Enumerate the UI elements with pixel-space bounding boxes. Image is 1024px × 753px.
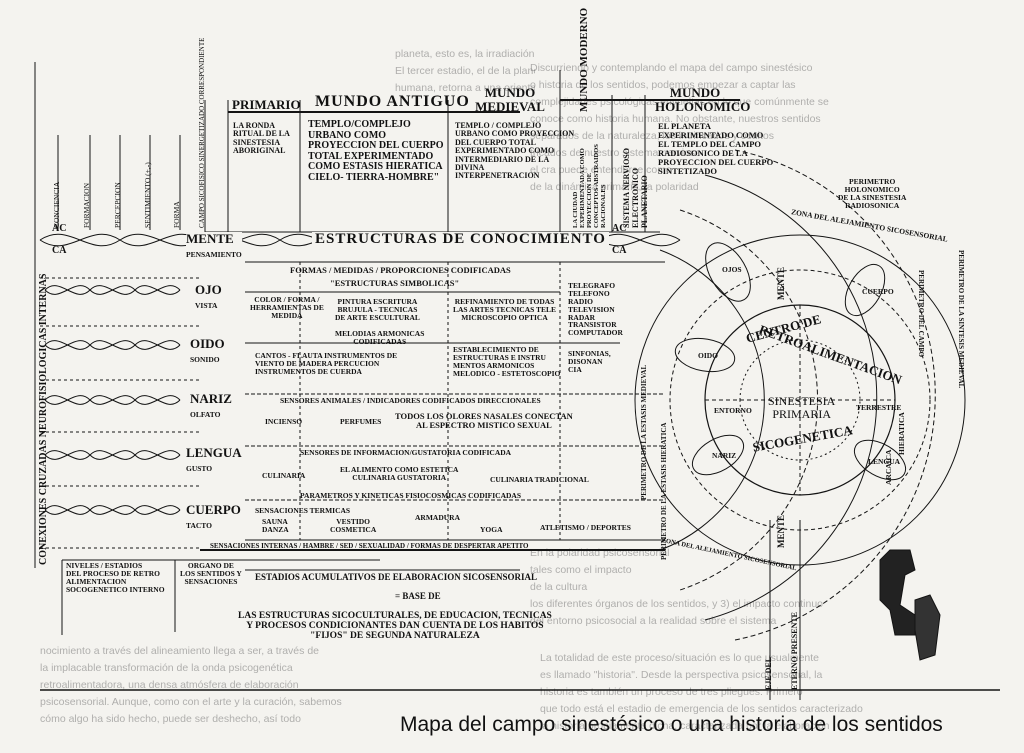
header-formacion: FORMACION bbox=[82, 182, 91, 228]
row-pintura: PINTURA ESCRITURA BRUJULA - TECNICAS DE … bbox=[335, 297, 420, 322]
circle-perimetro-holonomico: PERIMETRO HOLONOMICO DE LA SINESTESIA RA… bbox=[838, 177, 907, 210]
circle-lengua: LENGUA bbox=[868, 457, 901, 466]
circle-arcaica: ARCAICA bbox=[884, 449, 893, 485]
row-establecimiento: ESTABLECIMIENTO DE ESTRUCTURAS E INSTRU … bbox=[453, 345, 561, 378]
antiguo-description: TEMPLO/COMPLEJO URBANO COMO PROYECCION D… bbox=[308, 119, 444, 183]
era-primario: PRIMARIO bbox=[232, 97, 301, 112]
row-color: COLOR / FORMA / HERRAMIENTAS DE MEDIDA bbox=[250, 295, 324, 320]
holonomico-description: EL PLANETA EXPERIMENTADO COMO EL TEMPLO … bbox=[658, 121, 774, 176]
circle-cuerpo: CUERPO bbox=[862, 287, 894, 296]
era-mundo-holonomico: MUNDO HOLONOMICO bbox=[655, 85, 751, 114]
row-yoga: YOGA bbox=[480, 525, 503, 534]
circle-mente-bottom: MENTE bbox=[776, 514, 786, 548]
bottom-base: = BASE DE bbox=[395, 591, 441, 601]
row-refinamiento: REFINAMIENTO DE TODAS LAS ARTES TECNICAS… bbox=[453, 297, 557, 322]
row-telegrafo: TELEGRAFO TELEFONO RADIO TELEVISION RADA… bbox=[568, 281, 623, 338]
header-forma: FORMA bbox=[172, 201, 181, 228]
row-sensaciones-termicas: SENSACIONES TERMICAS bbox=[255, 506, 351, 515]
ac-label-right: AC bbox=[612, 223, 627, 234]
circle-mente-top: MENTE bbox=[776, 266, 786, 300]
row-atletismo: ATLETISMO / DEPORTES bbox=[540, 523, 631, 532]
neurophysiological-connections-label: CONEXIONES CRUZADAS NEUROFISIOLOGICAS IN… bbox=[38, 273, 49, 565]
row-sensores-info: SENSORES DE INFORMACION/GUSTATORIA CODIF… bbox=[300, 448, 512, 457]
medieval-description: TEMPLO / COMPLEJO URBANO COMO PROYECCION… bbox=[455, 121, 575, 181]
circle-eje: EJE DEL bbox=[764, 656, 773, 690]
circle-terrestre: TERRESTRE bbox=[856, 403, 902, 412]
background-text-right-top: Discurriendo y contemplando el mapa del … bbox=[530, 62, 829, 193]
bottom-niveles: NIVELES / ESTADIOS DEL PROCESO DE RETRO … bbox=[66, 561, 165, 594]
row-incienso: INCIENSO bbox=[265, 417, 303, 426]
background-text-right-bottom: La totalidad de este proceso/situación e… bbox=[540, 652, 863, 732]
background-text-left-top: planeta, esto es, la irradiación del hom… bbox=[395, 48, 535, 94]
circle-oido: OIDO bbox=[698, 351, 719, 360]
circle-perimetro-campo: PERIMETRO DEL CAMPO bbox=[917, 270, 925, 358]
circle-sinestesia-primaria: SINESTESIA PRIMARIA bbox=[768, 394, 836, 421]
circle-perimetro-medieval: PERIMETRO DE LA SINTESIS MEDIEVAL bbox=[957, 250, 965, 389]
circle-perimetro-estasis-medieval: PERIMETRO DE LA ESTASIS MEDIEVAL bbox=[640, 364, 648, 500]
row-vestido: VESTIDO COSMETICA bbox=[330, 517, 377, 534]
header-campo-sicofisico: CAMPO SICOFISICO SINERGETIZADO CORRESPON… bbox=[198, 37, 206, 228]
primario-description: LA RONDA RITUAL DE LA SINESTESIA ABORIGI… bbox=[233, 121, 290, 156]
era-mundo-medieval: MUNDO MEDIEVAL bbox=[475, 85, 545, 114]
row-armadura: ARMADURA bbox=[415, 513, 460, 522]
moderno-nervous-system: SISTEMA NERVIOSO ELECTRONICO PLANETARIO bbox=[622, 148, 649, 228]
era-mundo-moderno: MUNDO MODERNO bbox=[578, 7, 590, 112]
header-conciencia: CONCIENCIA bbox=[52, 181, 61, 228]
circle-nariz: NARIZ bbox=[712, 451, 737, 460]
row-alimento: EL ALIMENTO COMO ESTETICA CULINARIA GUST… bbox=[340, 465, 459, 482]
moderno-description: LA CIUDAD EXPERIMENTADA COMO PROYECCION … bbox=[572, 144, 607, 228]
circle-eterno-presente: ETERNO PRESENTE bbox=[790, 611, 799, 690]
knowledge-structures-title: ESTRUCTURAS DE CONOCIMIENTO bbox=[312, 231, 609, 248]
row-melodias: MELODIAS ARMONICAS CODIFICADAS bbox=[335, 329, 425, 346]
era-mundo-antiguo: MUNDO ANTIGUO bbox=[315, 93, 470, 110]
row-parametros: PARAMETROS Y KINETICAS FISIOCOSMICAS COD… bbox=[300, 491, 522, 500]
row-sensores-animales: SENSORES ANIMALES / INDICADORES CODIFICA… bbox=[280, 396, 541, 405]
circle-entorno: ENTORNO bbox=[714, 406, 752, 415]
row-perfumes: PERFUMES bbox=[340, 417, 382, 426]
header-sentimiento: SENTIMIENTO (+,-) bbox=[143, 162, 152, 228]
circle-hieratica: HIERATICA bbox=[897, 412, 906, 455]
header-percepcion: PERCEPCION bbox=[113, 182, 122, 228]
row-olores: TODOS LOS OLORES NASALES CONECTAN AL ESP… bbox=[395, 411, 573, 430]
bottom-organo: ORGANO DE LOS SENTIDOS Y SENSACIONES bbox=[180, 561, 242, 586]
row-cantos: CANTOS - FLAUTA INSTRUMENTOS DE VIENTO D… bbox=[255, 351, 398, 376]
row-formas: FORMAS / MEDIDAS / PROPORCIONES CODIFICA… bbox=[290, 265, 511, 275]
background-text-left-bottom: nocimiento a través del alineamiento lle… bbox=[40, 645, 342, 725]
figure-caption: Mapa del campo sinestésico o una histori… bbox=[400, 713, 943, 736]
circle-ojos: OJOS bbox=[722, 265, 742, 274]
row-culinaria-tradicional: CULINARIA TRADICIONAL bbox=[490, 475, 589, 484]
row-sinfonias: SINFONIAS, DISONAN CIA bbox=[568, 349, 611, 374]
row-estructuras-simbolicas: "ESTRUCTURAS SIMBOLICAS" bbox=[330, 278, 460, 288]
ac-label-left: AC bbox=[52, 223, 67, 234]
row-culinaria: CULINARIA bbox=[262, 471, 306, 480]
bottom-estructuras: LAS ESTRUCTURAS SICOCULTURALES, DE EDUCA… bbox=[238, 611, 552, 641]
ca-label-left: CA bbox=[52, 245, 67, 256]
row-sauna: SAUNA DANZA bbox=[262, 517, 289, 534]
row-sensaciones-internas: SENSACIONES INTERNAS / HAMBRE / SED / SE… bbox=[210, 542, 529, 550]
ca-label-right: CA bbox=[612, 245, 627, 256]
bottom-estadios: ESTADIOS ACUMULATIVOS DE ELABORACION SIC… bbox=[255, 572, 538, 582]
